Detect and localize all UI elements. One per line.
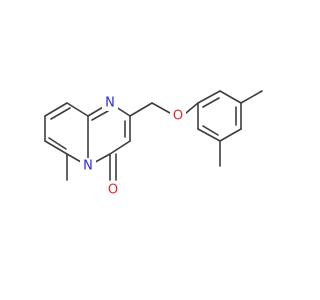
bond-line-31: [240, 90, 263, 104]
o-ether-label-mask: [170, 108, 186, 124]
n-ring-label-mask: [102, 95, 118, 111]
atom-label-n-ring: N: [105, 96, 115, 111]
atom-label-layer: N N O O: [80, 95, 186, 198]
bond-line-18: [129, 102, 153, 117]
bond-line-29: [202, 125, 219, 136]
bond-layer: [44, 90, 263, 181]
n-bridge-label-mask: [80, 158, 96, 174]
chemical-structure-diagram: N N O O: [0, 0, 300, 300]
bond-line-22: [219, 90, 242, 104]
bond-line-1: [44, 102, 68, 117]
background: [0, 0, 300, 300]
bond-line-3: [44, 140, 68, 155]
bond-line-13: [91, 110, 109, 121]
atom-label-o-ether: O: [173, 109, 183, 124]
atom-label-o-carbonyl: O: [108, 183, 118, 198]
bond-line-20: [185, 102, 199, 114]
bond-line-11: [109, 140, 131, 155]
atom-label-n-bridge: N: [83, 159, 93, 174]
o-carbonyl-label-mask: [105, 182, 121, 198]
bond-line-24: [219, 128, 242, 142]
bond-line-6: [50, 107, 71, 120]
bond-line-19: [151, 102, 171, 114]
structure-canvas: N N O O: [0, 0, 300, 300]
bond-line-25: [197, 128, 221, 142]
bond-line-7: [48, 137, 67, 150]
bond-line-0: [66, 102, 89, 117]
bond-line-21: [197, 90, 221, 104]
bond-line-27: [202, 97, 220, 108]
